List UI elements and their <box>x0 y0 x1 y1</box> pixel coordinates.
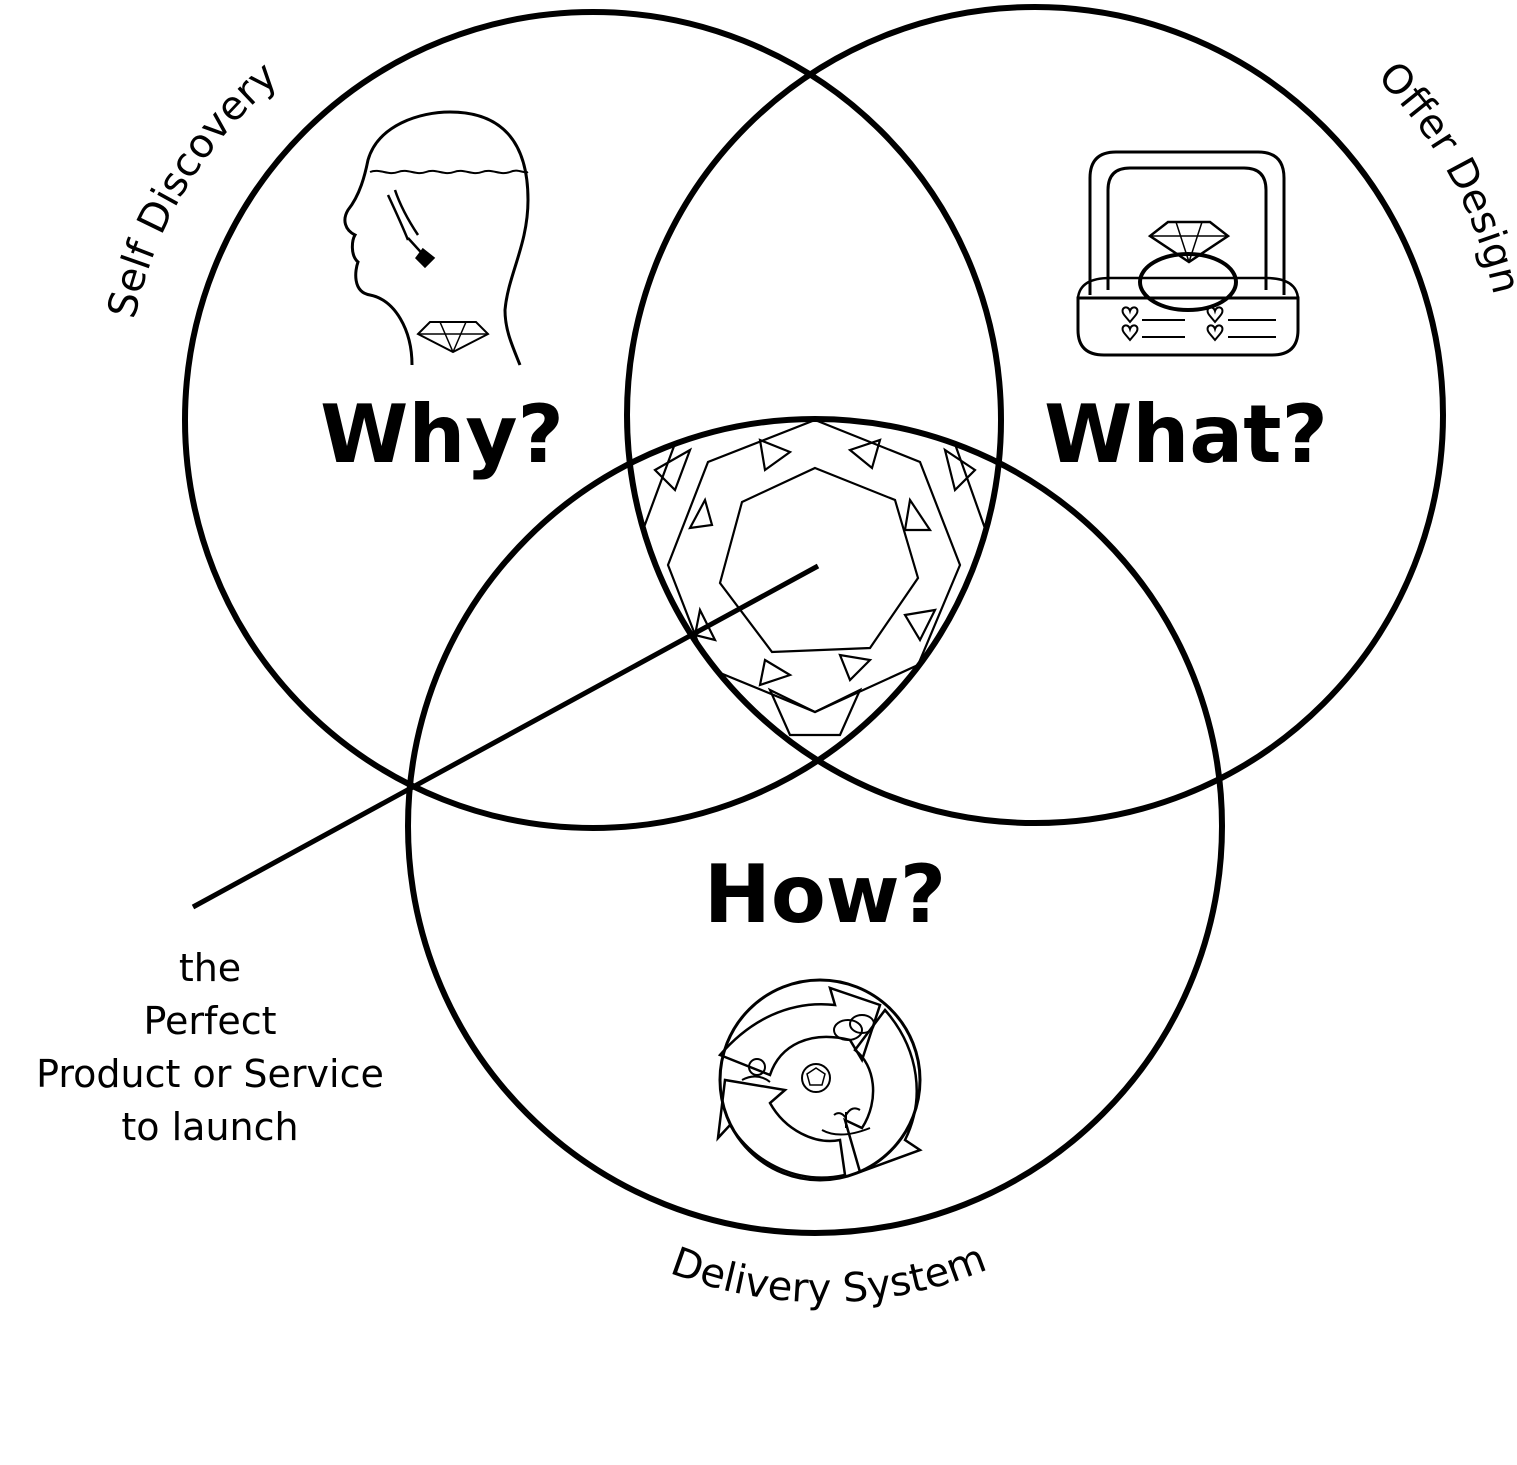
how-question: How? <box>704 848 946 941</box>
what-circle <box>624 4 1446 826</box>
caption-line: Perfect <box>143 999 277 1043</box>
cycle-arrows-icon <box>716 978 923 1182</box>
caption-line: the <box>178 946 242 990</box>
offer-design-label: Offer Design <box>1369 53 1517 298</box>
what-question: What? <box>1044 388 1328 481</box>
pointer-line <box>191 563 820 910</box>
caption-line: to launch <box>121 1105 299 1149</box>
caption-line: Product or Service <box>36 1052 384 1096</box>
ring-box-icon <box>1076 150 1300 357</box>
why-question: Why? <box>320 388 564 481</box>
delivery-system-label: Delivery System <box>665 1236 992 1313</box>
how-circle <box>405 416 1225 1236</box>
center-caption: the Perfect Product or Service to launch <box>0 942 420 1154</box>
head-icon <box>343 110 530 366</box>
why-circle <box>182 9 1004 831</box>
